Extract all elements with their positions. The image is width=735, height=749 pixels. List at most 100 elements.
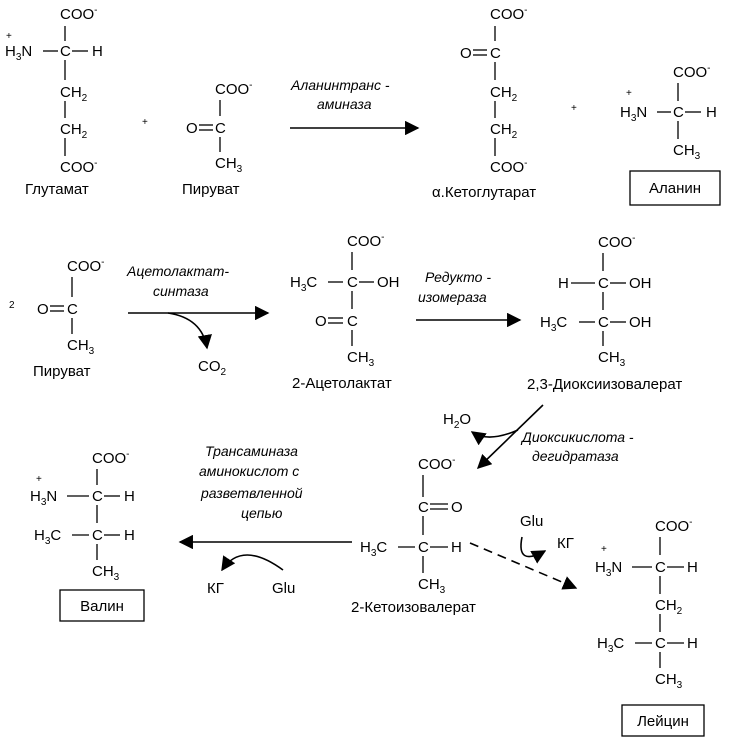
glu-leucine-label: Glu <box>520 513 543 530</box>
leucine-pathway-dashed-arrow <box>469 542 578 590</box>
svg-text:+: + <box>6 31 12 42</box>
svg-text:CH3: CH3 <box>347 349 375 369</box>
svg-text:C: C <box>67 301 78 318</box>
svg-text:COO-: COO- <box>418 455 456 473</box>
enzyme-alanine-transaminase-line-1: Аланинтранс - <box>290 77 390 93</box>
svg-text:CH2: CH2 <box>490 84 518 104</box>
dioxyisovalerate-label: 2,3-Диоксиизовалерат <box>527 376 682 393</box>
enzyme-bcaa-transaminase-line-2: аминокислот с <box>199 463 299 479</box>
svg-text:C: C <box>655 635 666 652</box>
svg-text:OH: OH <box>629 314 652 331</box>
svg-text:O: O <box>315 313 327 330</box>
alanine-structure: COO- + H3N C H CH3 Аланин <box>620 63 721 206</box>
svg-text:CH3: CH3 <box>655 671 683 691</box>
svg-text:H: H <box>558 275 569 292</box>
h2o-release-arrow <box>470 429 519 446</box>
svg-text:C: C <box>347 313 358 330</box>
ketoglutarate-label: α.Кетоглутарат <box>432 184 536 201</box>
ketoglutarate-structure: COO- O C CH2 CH2 COO- α.Кетоглутарат <box>432 5 536 201</box>
enzyme-acetolactate-synthase-line-1: Ацетолактат- <box>126 263 229 279</box>
svg-text:COO-: COO- <box>92 449 130 467</box>
svg-text:C: C <box>673 104 684 121</box>
enzyme-bcaa-transaminase-line-1: Трансаминаза <box>205 443 298 459</box>
plus-sign-2: + <box>571 103 577 114</box>
svg-text:C: C <box>490 45 501 62</box>
svg-text:+: + <box>36 474 42 485</box>
svg-text:CH3: CH3 <box>92 563 120 583</box>
svg-text:COO-: COO- <box>655 517 693 535</box>
alanine-label: Аланин <box>649 180 701 197</box>
enzyme-acetolactate-synthase-line-2: синтаза <box>153 283 209 299</box>
svg-text:C: C <box>92 488 103 505</box>
enzyme-bcaa-transaminase-line-3: разветвленной <box>200 485 303 501</box>
svg-text:C: C <box>598 314 609 331</box>
valine-structure: COO- + H3N C H H3C C H CH3 Валин <box>30 449 145 622</box>
leucine-structure: COO- + H3N C H CH2 H3C C H CH3 Лейцин <box>595 517 705 737</box>
svg-text:C: C <box>215 120 226 137</box>
pyruvate-2-structure: 2 COO- O C CH3 Пируват <box>9 257 105 380</box>
dehydratase-arrow <box>476 404 544 470</box>
ketoisovalerate-label: 2-Кетоизовалерат <box>351 599 476 616</box>
svg-text:CH2: CH2 <box>60 121 88 141</box>
svg-text:CH2: CH2 <box>490 121 518 141</box>
svg-text:C: C <box>418 539 429 556</box>
leucine-label: Лейцин <box>637 713 689 730</box>
svg-text:O: O <box>460 45 472 62</box>
svg-text:O: O <box>451 499 463 516</box>
svg-text:H: H <box>706 104 717 121</box>
enzyme-dehydratase-line-1: Диоксикислота - <box>520 429 634 445</box>
enzyme-reductoisomerase-line-1: Редукто - <box>425 269 491 285</box>
svg-text:C: C <box>347 274 358 291</box>
svg-text:C: C <box>598 275 609 292</box>
svg-text:H: H <box>687 635 698 652</box>
svg-text:C: C <box>418 499 429 516</box>
svg-text:O: O <box>186 120 198 137</box>
svg-text:H3N: H3N <box>5 43 32 63</box>
svg-text:COO-: COO- <box>60 5 98 23</box>
svg-text:CH2: CH2 <box>655 597 683 617</box>
svg-text:COO-: COO- <box>347 232 385 250</box>
enzyme-alanine-transaminase-line-2: аминаза <box>317 96 372 112</box>
svg-text:CH3: CH3 <box>67 337 95 357</box>
svg-text:H3C: H3C <box>290 274 317 294</box>
svg-text:H: H <box>124 527 135 544</box>
svg-text:+: + <box>626 88 632 99</box>
kg-valine-label: КГ <box>207 580 224 597</box>
svg-text:C: C <box>60 43 71 60</box>
valine-label: Валин <box>80 598 124 615</box>
svg-text:COO-: COO- <box>673 63 711 81</box>
svg-text:CH3: CH3 <box>598 349 626 369</box>
svg-text:OH: OH <box>629 275 652 292</box>
svg-text:H3N: H3N <box>595 559 622 579</box>
svg-text:OH: OH <box>377 274 400 291</box>
svg-text:H: H <box>451 539 462 556</box>
svg-text:COO-: COO- <box>215 80 253 98</box>
svg-text:H: H <box>92 43 103 60</box>
glu-to-kg-valine-arrow <box>221 554 284 572</box>
svg-text:C: C <box>655 559 666 576</box>
pyruvate-coefficient: 2 <box>9 300 15 311</box>
svg-text:H3N: H3N <box>620 104 647 124</box>
svg-text:CH3: CH3 <box>673 142 701 162</box>
svg-text:COO-: COO- <box>490 5 528 23</box>
co2-label: CO2 <box>198 358 227 378</box>
acetolactate-structure: COO- H3C C OH O C CH3 2-Ацетолактат <box>290 232 400 392</box>
svg-text:O: O <box>37 301 49 318</box>
svg-text:H3C: H3C <box>34 527 61 547</box>
svg-text:CH2: CH2 <box>60 84 88 104</box>
glutamate-label: Глутамат <box>25 181 89 198</box>
svg-text:COO-: COO- <box>67 257 105 275</box>
kg-leucine-label: КГ <box>557 535 574 552</box>
svg-text:CH3: CH3 <box>418 576 446 596</box>
svg-text:C: C <box>92 527 103 544</box>
svg-text:COO-: COO- <box>60 158 98 176</box>
pyruvate-1-label: Пируват <box>182 181 240 198</box>
svg-text:H3C: H3C <box>360 539 387 559</box>
svg-text:H3C: H3C <box>540 314 567 334</box>
enzyme-reductoisomerase-line-2: изомераза <box>418 289 487 305</box>
glu-to-kg-leucine-arrow <box>520 536 547 564</box>
glu-valine-label: Glu <box>272 580 295 597</box>
svg-text:+: + <box>601 544 607 555</box>
svg-text:COO-: COO- <box>490 158 528 176</box>
